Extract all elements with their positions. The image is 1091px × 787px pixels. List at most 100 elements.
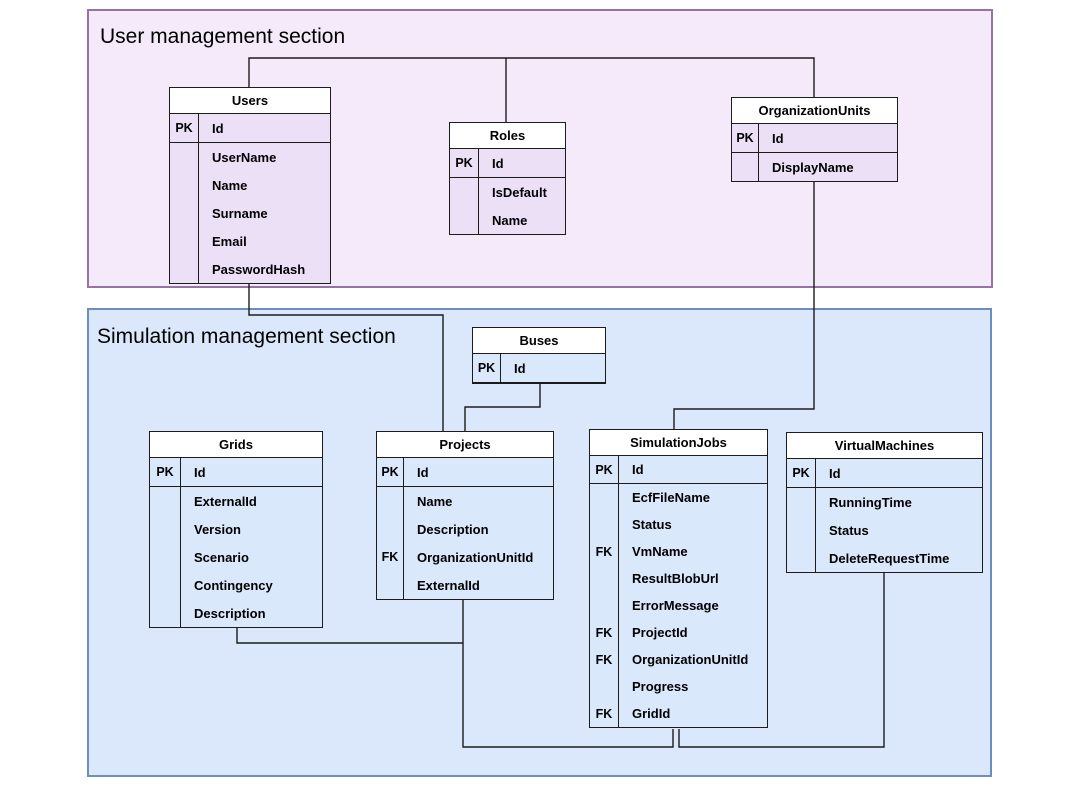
table-row: PasswordHash [170,255,330,283]
table-row: RunningTime [787,488,982,516]
key-cell [590,484,619,511]
field-cell: Id [194,464,206,480]
key-cell [170,199,199,227]
key-cell [377,571,404,599]
field-cell: Scenario [194,549,249,565]
field-cell: Id [829,465,841,481]
field-cell: Id [492,155,504,171]
table-header: Roles [450,123,565,149]
table-row: DeleteRequestTime [787,544,982,572]
key-cell: PK [732,124,759,152]
table-name: OrganizationUnits [758,103,871,118]
key-cell [377,515,404,543]
field-cell: GridId [632,706,671,721]
key-cell [590,592,619,619]
table-row: Contingency [150,571,322,599]
connector-orgunits-simjobs [673,180,815,429]
table-row: Description [377,515,553,543]
key-cell [170,171,199,199]
table-row: Status [787,516,982,544]
key-cell: PK [450,149,479,177]
key-cell: PK [170,114,199,142]
field-cell: Name [492,212,528,228]
field-cell: DeleteRequestTime [829,550,950,566]
key-cell: PK [473,354,501,382]
connector-users-orgunits [248,57,815,97]
key-cell [732,153,759,181]
table-name: Roles [489,128,526,143]
field-cell: Id [632,462,644,477]
table-row: IsDefault [450,178,565,206]
table-row: Progress [590,673,767,700]
field-cell: RunningTime [829,494,912,510]
field-cell: Status [829,522,869,538]
field-cell: Surname [212,205,268,221]
key-cell [150,599,181,627]
table-row: Status [590,511,767,538]
field-cell: OrganizationUnitId [417,549,534,565]
field-cell: DisplayName [772,159,854,175]
table-row: DisplayName [732,153,897,181]
key-cell [150,571,181,599]
field-cell: Status [632,517,672,532]
field-cell: ErrorMessage [632,598,719,613]
key-cell [590,511,619,538]
key-cell [450,206,479,234]
field-cell: Name [212,177,248,193]
key-cell: FK [590,619,619,646]
field-cell: Version [194,521,241,537]
table-name: Buses [519,333,559,348]
field-cell: Id [417,464,429,480]
table-row: PK Id [473,354,605,383]
key-cell [150,543,181,571]
field-cell: IsDefault [492,184,547,200]
table-row: Surname [170,199,330,227]
table-header: VirtualMachines [787,433,982,459]
section-title-user-management: User management section [100,25,346,48]
table-name: Users [231,93,269,108]
connector-grids-simjobs [236,626,463,644]
field-cell: Id [514,360,526,376]
field-cell: Email [212,233,247,249]
table-name: VirtualMachines [834,438,935,453]
key-cell: PK [150,458,181,486]
field-cell: Id [772,130,784,146]
table-row: Name [377,487,553,515]
table-row: FK ProjectId [590,619,767,646]
key-cell [170,143,199,171]
table-header: Users [170,88,330,114]
field-cell: ProjectId [632,625,688,640]
field-cell: PasswordHash [212,261,306,277]
field-cell: Progress [632,679,689,694]
key-cell [450,178,479,206]
table-name: Grids [219,437,253,452]
field-cell: VmName [632,544,688,559]
table-row: EcfFileName [590,484,767,511]
key-cell [170,227,199,255]
key-cell [150,515,181,543]
table-row: UserName [170,143,330,171]
key-cell [170,255,199,283]
section-title-simulation-management: Simulation management section [97,325,396,348]
table-row: FK OrganizationUnitId [590,646,767,673]
table-row: PK Id [150,458,322,487]
key-cell: FK [590,538,619,565]
table-row: ExternalId [377,571,553,599]
field-cell: OrganizationUnitId [632,652,749,667]
field-cell: Name [417,493,453,509]
field-cell: Description [194,605,266,621]
field-cell: ExternalId [194,493,257,509]
key-cell: FK [590,646,619,673]
key-cell [590,565,619,592]
table-header: Grids [150,432,322,458]
